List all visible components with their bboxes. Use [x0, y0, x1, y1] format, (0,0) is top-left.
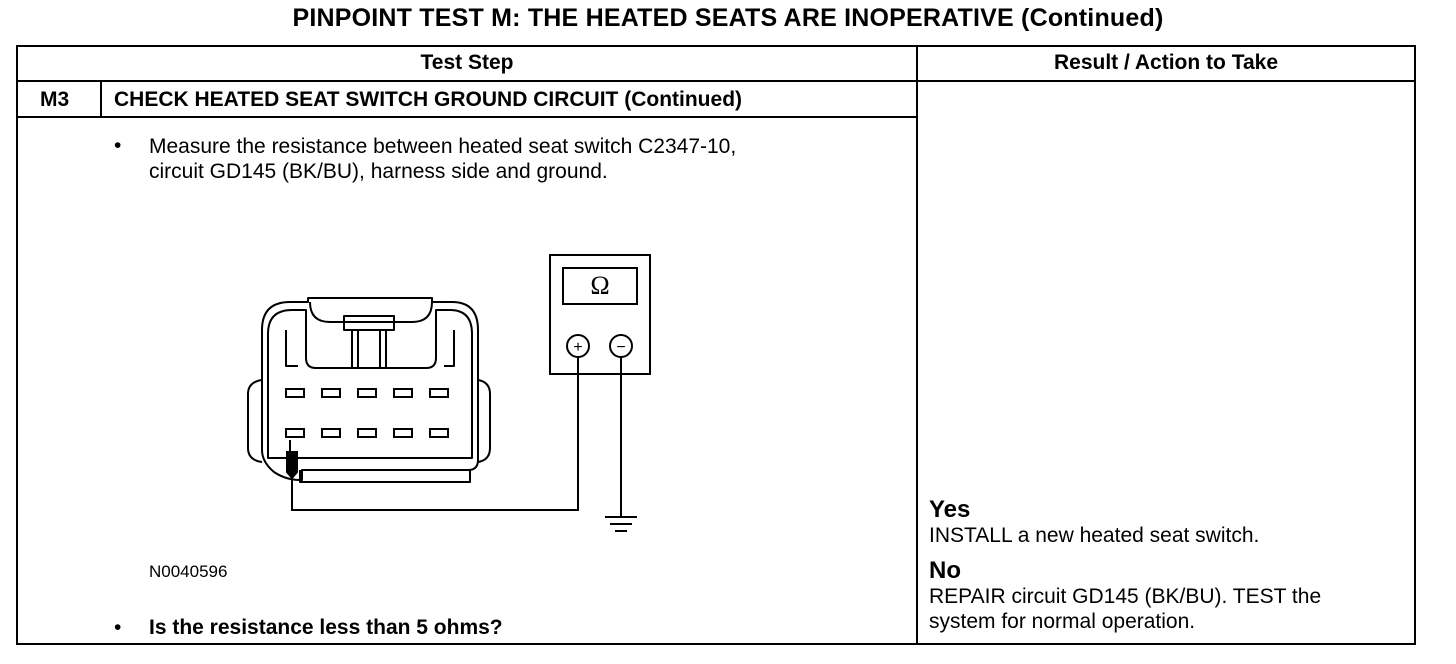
no-action-line-1: REPAIR circuit GD145 (BK/BU). TEST the [929, 585, 1322, 608]
negative-terminal [609, 334, 633, 358]
positive-terminal [566, 334, 590, 358]
plus-sign: + [573, 339, 582, 356]
column-divider [916, 45, 918, 645]
header-result-action: Result / Action to Take [1053, 51, 1279, 74]
meter-body [549, 254, 651, 375]
step-instruction: Measure the resistance between heated se… [149, 134, 909, 184]
instruction-line-2: circuit GD145 (BK/BU), harness side and … [149, 160, 608, 183]
page-title: PINPOINT TEST M: THE HEATED SEATS ARE IN… [292, 4, 1164, 32]
connector-rib-right [477, 379, 491, 463]
step-number-divider [100, 81, 102, 117]
connector-housing [261, 297, 479, 481]
step-question: Is the resistance less than 5 ohms? [149, 616, 503, 639]
ground-icon [605, 516, 637, 532]
ohmmeter [549, 254, 651, 375]
step-title-divider [16, 116, 918, 118]
instruction-line-1: Measure the resistance between heated se… [149, 135, 737, 158]
meter-display [562, 267, 638, 305]
question-bullet: • [114, 616, 122, 639]
no-action-line-2: system for normal operation. [929, 610, 1196, 633]
header-divider [16, 80, 1416, 82]
terminal-cavities [285, 388, 449, 438]
connector-rib-left [247, 379, 263, 463]
probe-tip [286, 440, 298, 480]
step-title: CHECK HEATED SEAT SWITCH GROUND CIRCUIT … [114, 88, 743, 111]
connector-inner-outline [267, 309, 473, 459]
no-label: No [929, 557, 961, 584]
figure-id: N0040596 [149, 562, 228, 581]
latch-slot [351, 329, 387, 369]
step-number: M3 [40, 88, 70, 111]
connector-latch [309, 301, 433, 323]
minus-sign: − [616, 339, 625, 356]
ohm-symbol: Ω [590, 271, 609, 300]
yes-label: Yes [929, 496, 971, 523]
test-leads [291, 357, 622, 516]
positive-lead [291, 357, 579, 511]
yes-action: INSTALL a new heated seat switch. [929, 524, 1260, 547]
header-test-step: Test Step [420, 51, 514, 74]
pinpoint-test-table [16, 45, 1416, 645]
bullet-marker: • [114, 134, 122, 157]
no-action: REPAIR circuit GD145 (BK/BU). TEST the s… [929, 584, 1413, 634]
